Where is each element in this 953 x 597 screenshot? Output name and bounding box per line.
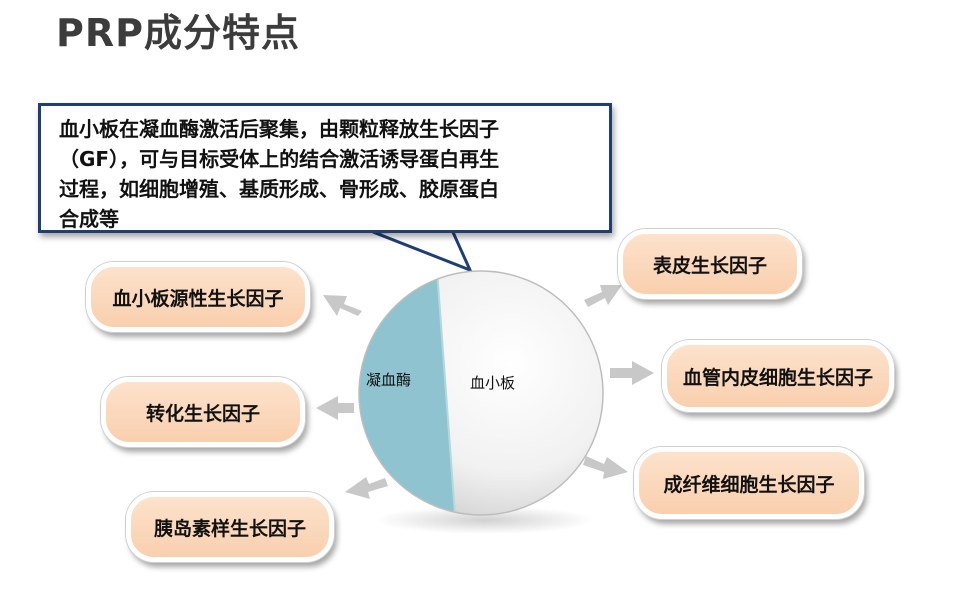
factor-fgf: 成纤维细胞生长因子 (634, 447, 864, 519)
factor-tgf: 转化生长因子 (101, 377, 305, 447)
arrow-upper-right (584, 285, 622, 307)
arrow-mid-left (316, 396, 354, 420)
callout-text: 血小板在凝血酶激活后聚集，由颗粒释放生长因子 （GF），可与目标受体上的结合激活… (59, 117, 500, 231)
platelet-sphere (358, 270, 604, 516)
platelet-label: 血小板 (470, 374, 516, 392)
thrombin-segment (359, 271, 455, 515)
factor-pdgf: 血小板源性生长因子 (86, 262, 310, 332)
arrow-upper-left (323, 295, 362, 316)
arrow-mid-right (610, 361, 654, 385)
factor-vegf: 血管内皮细胞生长因子 (662, 340, 894, 412)
page-title: PRP成分特点 (56, 11, 300, 55)
thrombin-label: 凝血酶 (366, 371, 412, 389)
arrow-lower-left (345, 477, 388, 499)
arrow-lower-right (583, 456, 628, 479)
factor-egf: 表皮生长因子 (618, 229, 802, 299)
description-callout: 血小板在凝血酶激活后聚集，由颗粒释放生长因子 （GF），可与目标受体上的结合激活… (38, 103, 612, 233)
callout-pointer (372, 228, 473, 273)
arrows (316, 285, 654, 499)
factor-igf: 胰岛素样生长因子 (126, 492, 334, 562)
